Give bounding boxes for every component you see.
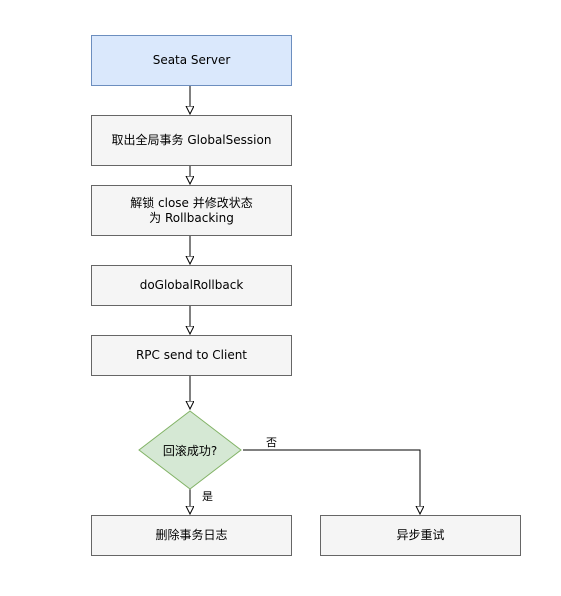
node-acquire-global-session: 取出全局事务 GlobalSession bbox=[91, 115, 292, 166]
node-do-global-rollback: doGlobalRollback bbox=[91, 265, 292, 306]
node-unlock-close: 解锁 close 并修改状态 为 Rollbacking bbox=[91, 185, 292, 236]
node-async-retry-label: 异步重试 bbox=[396, 528, 445, 542]
node-seata-server-label: Seata Server bbox=[152, 53, 231, 67]
node-delete-log-label: 删除事务日志 bbox=[155, 528, 228, 542]
node-rpc-send: RPC send to Client bbox=[91, 335, 292, 376]
node-do-global-rollback-label: doGlobalRollback bbox=[139, 278, 244, 292]
edge-label-yes: 是 bbox=[202, 490, 213, 503]
node-async-retry: 异步重试 bbox=[320, 515, 521, 556]
node-acquire-global-session-label: 取出全局事务 GlobalSession bbox=[111, 133, 272, 147]
node-delete-log: 删除事务日志 bbox=[91, 515, 292, 556]
node-rpc-send-label: RPC send to Client bbox=[135, 348, 248, 362]
edge-label-no: 否 bbox=[266, 436, 277, 449]
node-unlock-close-line1: 解锁 close 并修改状态 bbox=[130, 195, 253, 210]
edge-decision-to-retry bbox=[243, 449, 420, 513]
node-seata-server: Seata Server bbox=[91, 35, 292, 86]
decision-label: 回滚成功? bbox=[162, 443, 218, 458]
decision-diamond bbox=[138, 410, 242, 490]
node-unlock-close-line2: 为 Rollbacking bbox=[149, 210, 234, 225]
node-unlock-close-text: 解锁 close 并修改状态 为 Rollbacking bbox=[130, 196, 253, 226]
